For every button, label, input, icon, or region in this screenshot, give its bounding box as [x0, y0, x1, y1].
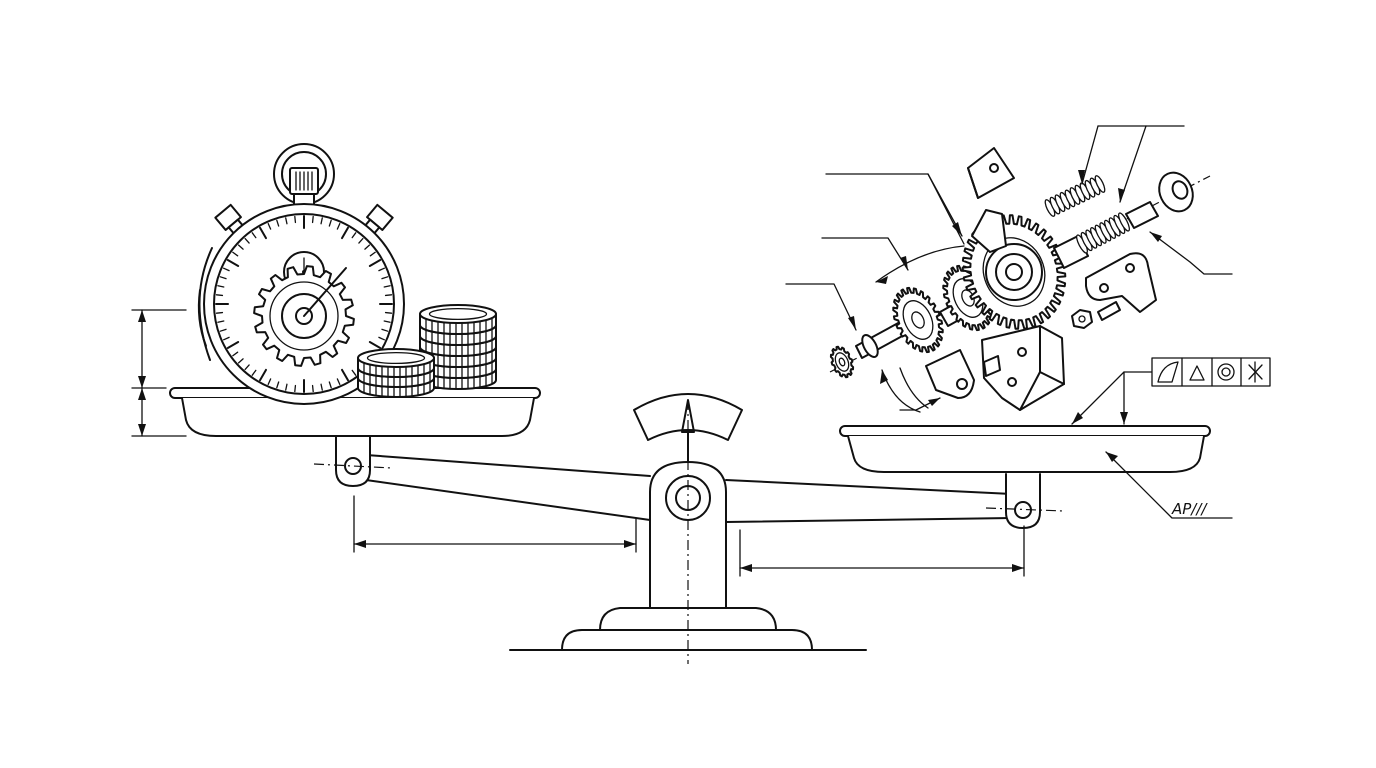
bracket-icon	[925, 349, 975, 399]
stopwatch-icon	[197, 143, 405, 405]
dial-tick	[251, 232, 257, 239]
dial-tick	[358, 237, 364, 244]
dial-tick	[244, 237, 250, 244]
bracket-icon	[981, 325, 1065, 411]
dial-tick	[276, 381, 280, 389]
coin-inner	[366, 351, 426, 365]
dial-tick	[232, 251, 239, 257]
coin-face	[357, 348, 435, 368]
dimension-arrowheads	[138, 310, 1024, 572]
dial-tick	[294, 215, 297, 224]
dial-tick	[222, 267, 230, 272]
shaft-icon	[1125, 201, 1159, 229]
dial-tick	[368, 259, 382, 267]
dial-tick	[226, 341, 240, 349]
dial-tick	[222, 336, 230, 341]
spring-icon	[1076, 212, 1130, 254]
triangle-icon	[1189, 365, 1205, 381]
right-pan	[839, 425, 1211, 473]
dial-tick	[311, 384, 314, 393]
dial-ticks	[215, 215, 393, 393]
pointer-dial	[633, 393, 743, 463]
dial-tick	[267, 378, 272, 386]
dial-tick	[219, 276, 227, 280]
dial-tick	[215, 311, 224, 314]
dial-tick	[383, 285, 391, 288]
dial-tick	[285, 217, 288, 225]
dial-tick	[351, 369, 357, 376]
dial-tick	[217, 285, 225, 288]
bracket-icon	[1085, 252, 1157, 313]
gdt-frame	[1151, 357, 1271, 387]
gear-bore	[838, 357, 846, 367]
coin-face	[419, 304, 497, 324]
leader-arrowheads	[848, 170, 1162, 462]
right-hanger	[985, 473, 1065, 529]
dial-tick	[285, 383, 288, 391]
dial-tick	[336, 378, 341, 386]
dial-tick	[369, 251, 376, 257]
spring-coil	[1094, 175, 1106, 193]
dial-tick	[276, 219, 280, 227]
dial-tick	[259, 368, 267, 382]
dial-tick	[384, 311, 393, 314]
dial-tick	[237, 244, 244, 250]
left-pan	[169, 387, 541, 437]
gear-bore	[911, 311, 925, 329]
surface-finish-note: AP///	[1171, 500, 1208, 518]
dial-tick	[320, 383, 323, 391]
concentricity-icon	[1217, 363, 1235, 381]
dial-tick	[341, 368, 349, 382]
dial-tick	[351, 232, 357, 239]
dial-tick	[226, 259, 240, 267]
dial-tick	[341, 226, 349, 240]
dial-tick	[328, 219, 332, 227]
dial-tick	[381, 328, 389, 332]
cross-icon	[1248, 361, 1263, 383]
gear-rim	[269, 281, 339, 351]
dial-tick	[364, 244, 371, 250]
dial-tick	[244, 364, 250, 371]
dial-tick	[383, 320, 391, 323]
coin-stack-icon	[357, 304, 497, 398]
left-hanger	[313, 435, 393, 487]
dial-tick	[215, 294, 224, 297]
dial-tick	[368, 341, 382, 349]
spring-coil	[1118, 212, 1130, 232]
dial-tick	[267, 222, 272, 230]
dial-tick	[217, 320, 225, 323]
dial-tick	[378, 336, 386, 341]
dial-tick	[328, 381, 332, 389]
scale-beam	[365, 454, 1013, 523]
dial-tick	[378, 267, 386, 272]
bracket-icon	[971, 209, 1007, 253]
wedge-block	[967, 147, 1015, 199]
leader-lines	[785, 125, 1233, 519]
dial-tick	[219, 328, 227, 332]
dial-tick	[320, 217, 323, 225]
dial-tick	[381, 276, 389, 280]
spring-icon	[1044, 175, 1106, 217]
dial-tick	[237, 358, 244, 364]
gear-icon	[892, 286, 944, 354]
dial-tick	[232, 351, 239, 357]
coin-inner	[428, 307, 488, 321]
gear-icon	[829, 345, 855, 379]
dial-tick	[384, 294, 393, 297]
dial-tick	[336, 222, 341, 230]
dial-tick	[251, 369, 257, 376]
exploded-mechanism	[829, 147, 1211, 411]
profile-surface-icon	[1157, 361, 1179, 383]
nut-icon	[1071, 301, 1121, 329]
dial-tick	[311, 215, 314, 224]
dial-tick	[259, 226, 267, 240]
dial-tick	[294, 384, 297, 393]
